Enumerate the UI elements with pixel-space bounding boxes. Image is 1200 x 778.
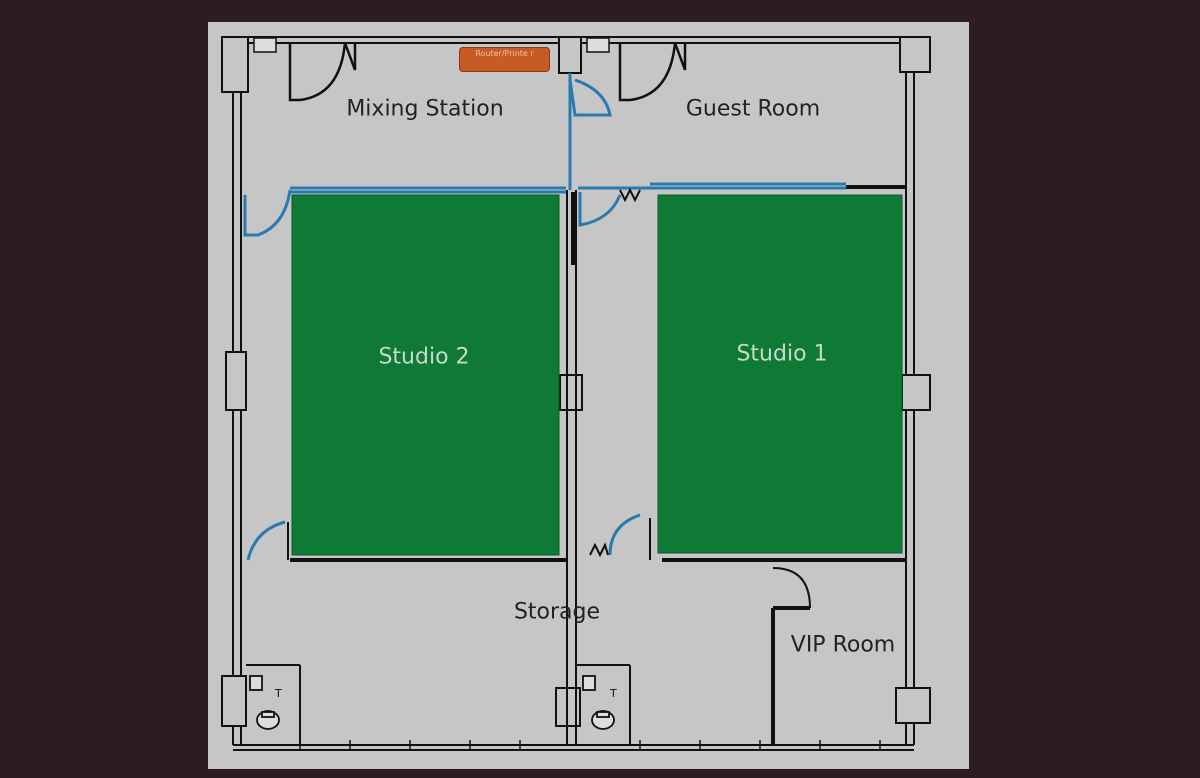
toilets	[249, 675, 615, 730]
central-wall	[566, 190, 577, 745]
room-label-storage: Storage	[513, 599, 601, 625]
toilet-label-right: T	[610, 687, 617, 700]
studio-2-area	[291, 194, 560, 556]
blue-walls	[243, 73, 846, 561]
room-label-studio-2: Studio 2	[378, 344, 470, 370]
toilet-label-left: T	[275, 687, 282, 700]
restroom-walls	[246, 664, 631, 745]
studio-1-area	[657, 194, 903, 554]
storage-doors	[287, 187, 811, 609]
top-doors	[288, 42, 687, 102]
room-label-studio-1: Studio 1	[736, 341, 828, 367]
router-printer-badge: Router/Printe r	[459, 47, 550, 72]
top-fixtures	[253, 37, 610, 53]
bottom-windows	[299, 740, 881, 750]
room-label-mixing-station: Mixing Station	[346, 96, 504, 122]
room-label-vip-room: VIP Room	[790, 632, 896, 658]
room-label-guest-room: Guest Room	[685, 96, 821, 122]
black-walls	[290, 185, 906, 745]
